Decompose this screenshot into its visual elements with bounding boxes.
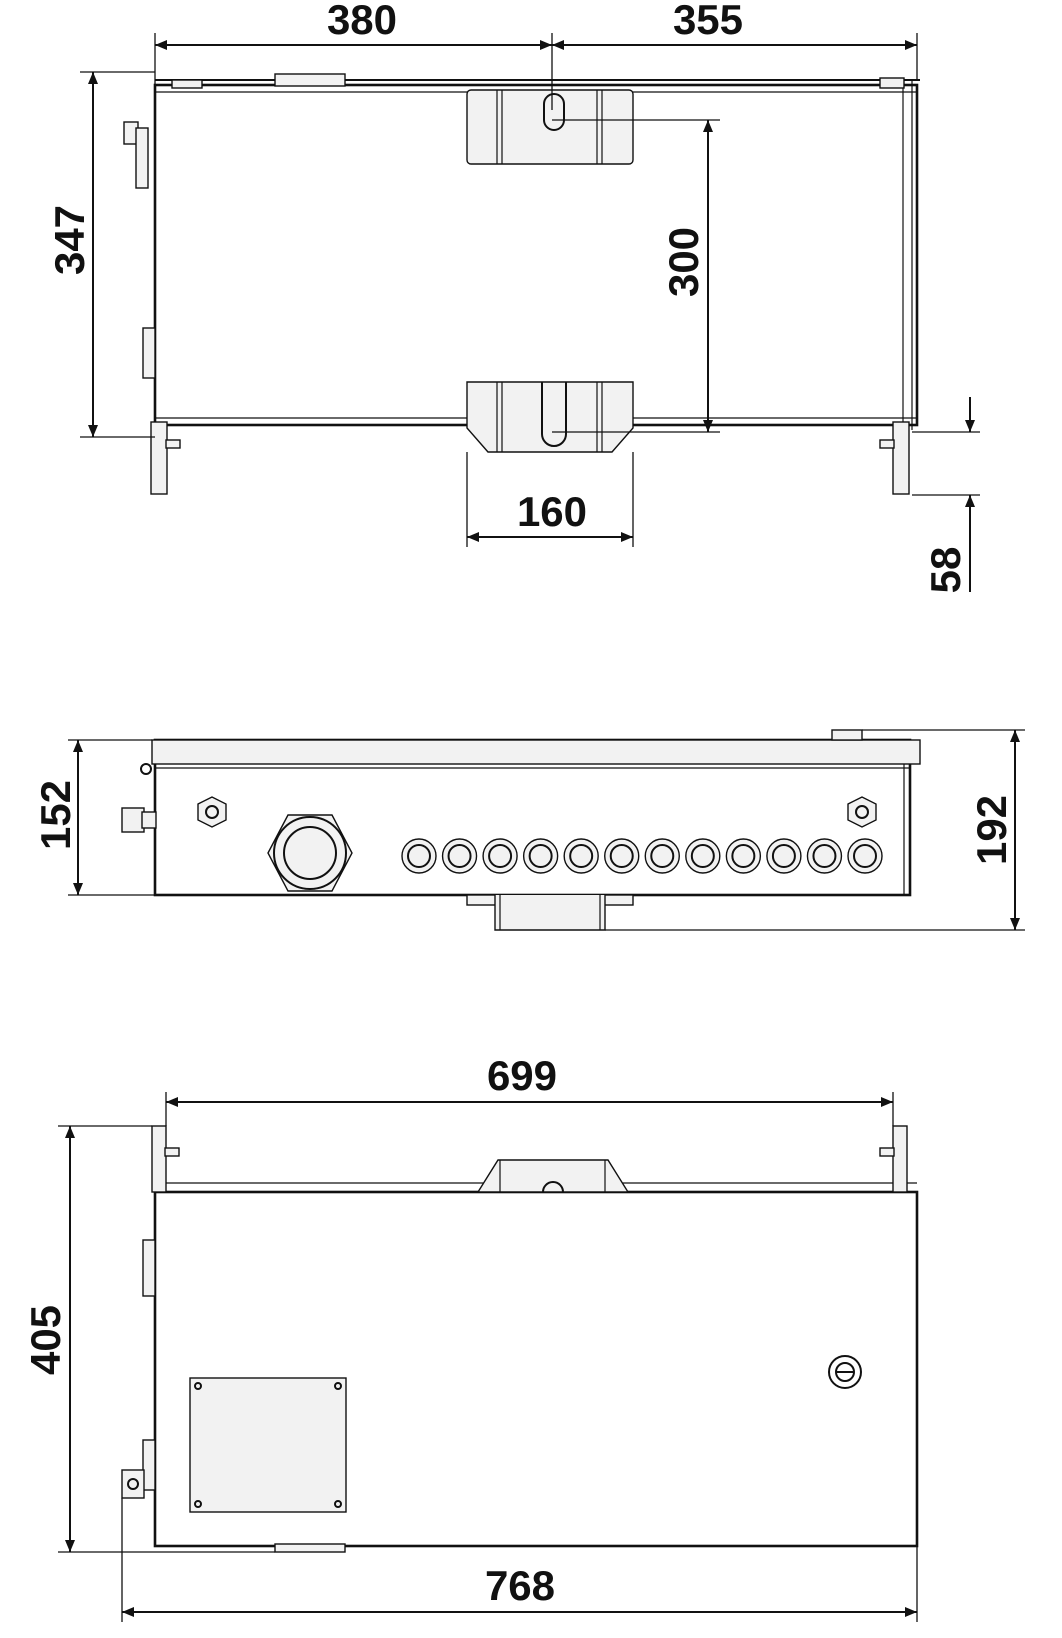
dim-mount-width: 699	[487, 1052, 557, 1099]
cable-gland	[644, 838, 680, 874]
cable-gland	[806, 838, 843, 874]
front-view: 152 192	[32, 729, 1025, 931]
upper-wall-bracket	[466, 89, 634, 165]
dim-bracket-spacing: 300	[660, 227, 707, 297]
door-lock-icon	[828, 1355, 862, 1389]
cable-gland	[482, 838, 518, 874]
large-cable-gland	[267, 814, 353, 892]
dim-width-right: 355	[673, 0, 743, 43]
dim-width-left: 380	[327, 0, 397, 43]
dim-depth: 347	[46, 205, 93, 275]
dim-overall-width: 768	[485, 1562, 555, 1609]
dim-overall-height: 192	[968, 795, 1015, 865]
cable-gland	[766, 838, 802, 874]
cable-gland	[522, 838, 559, 874]
dim-foot-offset: 58	[922, 547, 969, 594]
cable-gland	[401, 838, 437, 874]
cable-gland	[685, 838, 721, 874]
dim-body-height: 152	[32, 780, 79, 850]
cable-gland	[847, 838, 883, 874]
dim-side-height: 405	[22, 1305, 69, 1375]
side-view: 699 405 768	[22, 1052, 919, 1622]
lower-wall-bracket	[466, 381, 634, 453]
cable-gland	[725, 838, 762, 874]
cable-gland	[604, 838, 640, 874]
cable-gland	[441, 838, 478, 874]
dim-bracket-width: 160	[517, 488, 587, 535]
rating-plate	[189, 1377, 347, 1513]
cable-gland	[563, 838, 599, 874]
cable-gland-row	[401, 838, 883, 874]
top-view: 380 355 347 300 160 58	[46, 0, 980, 593]
